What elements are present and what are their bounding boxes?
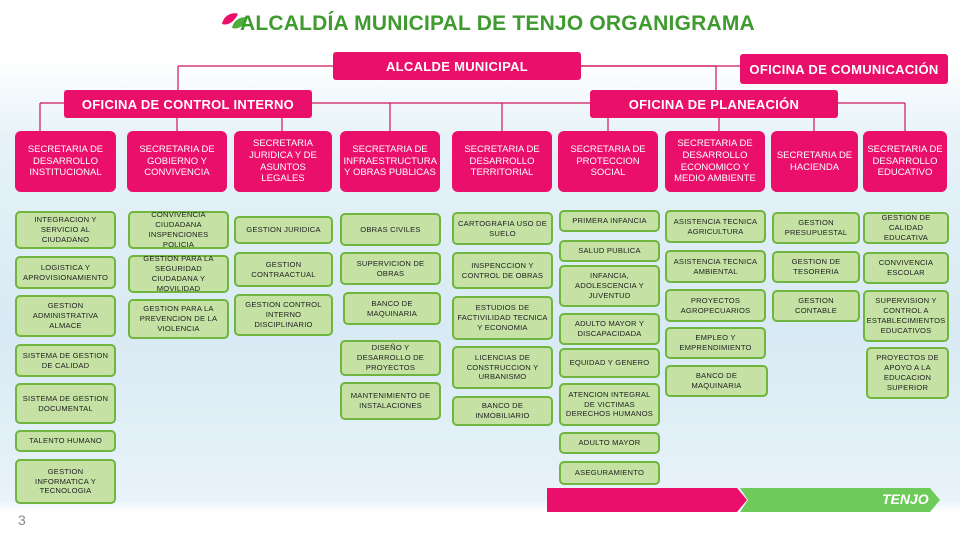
- unit-box: ASEGURAMIENTO: [559, 461, 660, 485]
- unit-box: GESTION CONTABLE: [772, 290, 860, 322]
- unit-box: CARTOGRAFIA USO DE SUELO: [452, 212, 553, 245]
- unit-box: LICENCIAS DE CONSTRUCCION Y URBANISMO: [452, 346, 553, 389]
- pink-arrow-decoration: [547, 488, 747, 512]
- comunicacion-box: OFICINA DE COMUNICACIÓN: [740, 54, 948, 84]
- unit-box: GESTION JURIDICA: [234, 216, 333, 244]
- unit-box: SUPERVICION DE OBRAS: [340, 252, 441, 285]
- unit-box: EMPLEO Y EMPRENDIMIENTO: [665, 327, 766, 359]
- unit-box: GESTION INFORMATICA Y TECNOLOGIA: [15, 459, 116, 504]
- unit-box: LOGISTICA Y APROVISIONAMIENTO: [15, 256, 116, 289]
- unit-box: BANCO DE INMOBILIARIO: [452, 396, 553, 426]
- unit-box: SISTEMA DE GESTION DE CALIDAD: [15, 344, 116, 377]
- unit-box: ASISTENCIA TECNICA AGRICULTURA: [665, 210, 766, 243]
- unit-box: DISEÑO Y DESARROLLO DE PROYECTOS: [340, 340, 441, 376]
- control-interno-box: OFICINA DE CONTROL INTERNO: [64, 90, 312, 118]
- unit-box: PROYECTOS DE APOYO A LA EDUCACION SUPERI…: [866, 347, 949, 399]
- unit-box: MANTENIMIENTO DE INSTALACIONES: [340, 382, 441, 420]
- unit-box: OBRAS CIVILES: [340, 213, 441, 246]
- unit-box: EQUIDAD Y GENERO: [559, 348, 660, 378]
- unit-box: CONVIVENCIA ESCOLAR: [863, 252, 949, 284]
- alcalde-box: ALCALDE MUNICIPAL: [333, 52, 581, 80]
- unit-box: SUPERVISION Y CONTROL A ESTABLECIMIENTOS…: [863, 290, 949, 342]
- unit-box: PRIMERA INFANCIA: [559, 210, 660, 232]
- unit-box: GESTION DE TESORERIA: [772, 251, 860, 283]
- unit-box: PROYECTOS AGROPECUARIOS: [665, 289, 766, 322]
- secretaria-proteccion-social: SECRETARIA DE PROTECCION SOCIAL: [558, 131, 658, 192]
- unit-box: ADULTO MAYOR: [559, 432, 660, 454]
- planeacion-box: OFICINA DE PLANEACIÓN: [590, 90, 838, 118]
- unit-box: GESTION PARA LA SEGURIDAD CIUDADANA Y MO…: [128, 254, 229, 293]
- unit-box: SALUD PUBLICA: [559, 240, 660, 262]
- unit-box: ASISTENCIA TECNICA AMBIENTAL: [665, 250, 766, 283]
- page-title: ALCALDÍA MUNICIPAL DE TENJO ORGANIGRAMA: [240, 12, 755, 35]
- unit-box: GESTION DE CALIDAD EDUCATIVA: [863, 212, 949, 244]
- unit-box: BANCO DE MAQUINARIA: [343, 292, 441, 325]
- secretaria-gobierno: SECRETARIA DE GOBIERNO Y CONVIVENCIA: [127, 131, 227, 192]
- unit-box: INFANCIA, ADOLESCENCIA Y JUVENTUD: [559, 265, 660, 307]
- unit-box: SISTEMA DE GESTION DOCUMENTAL: [15, 383, 116, 424]
- secretaria-desarrollo-institucional: SECRETARIA DE DESARROLLO INSTITUCIONAL: [15, 131, 116, 192]
- unit-box: ATENCION INTEGRAL DE VICTIMAS DERECHOS H…: [559, 383, 660, 426]
- secretaria-hacienda: SECRETARIA DE HACIENDA: [771, 131, 858, 192]
- green-arrow-decoration: [740, 488, 940, 512]
- unit-box: INTEGRACION Y SERVICIO AL CIUDADANO: [15, 211, 116, 249]
- unit-box: ESTUDIOS DE FACTIVILIDAD TECNICA Y ECONO…: [452, 296, 553, 340]
- secretaria-juridica: SECRETARIA JURIDICA Y DE ASUNTOS LEGALES: [234, 131, 332, 192]
- secretaria-desarrollo-territorial: SECRETARIA DE DESARROLLO TERRITORIAL: [452, 131, 552, 192]
- unit-box: GESTION ADMINISTRATIVA ALMACE: [15, 295, 116, 337]
- page-number: 3: [18, 512, 26, 528]
- unit-box: GESTION CONTROL INTERNO DISCIPLINARIO: [234, 294, 333, 336]
- tenjo-logo: TENJO: [882, 491, 929, 507]
- unit-box: INSPENCCION Y CONTROL DE OBRAS: [452, 252, 553, 289]
- unit-box: GESTION PRESUPUESTAL: [772, 212, 860, 244]
- secretaria-infraestructura: SECRETARIA DE INFRAESTRUCTURA Y OBRAS PU…: [340, 131, 440, 192]
- unit-box: GESTION CONTRAACTUAL: [234, 252, 333, 287]
- unit-box: ADULTO MAYOR Y DISCAPACIDADA: [559, 313, 660, 345]
- unit-box: BANCO DE MAQUINARIA: [665, 365, 768, 397]
- unit-box: GESTION PARA LA PREVENCION DE LA VIOLENC…: [128, 299, 229, 339]
- unit-box: TALENTO HUMANO: [15, 430, 116, 452]
- leaf-icon: [222, 13, 248, 29]
- unit-box: CONVIVENCIA CIUDADANA INSPENCIONES POLIC…: [128, 210, 229, 249]
- secretaria-desarrollo-educativo: SECRETARIA DE DESARROLLO EDUCATIVO: [863, 131, 947, 192]
- secretaria-desarrollo-economico: SECRETARIA DE DESARROLLO ECONOMICO Y MED…: [665, 131, 765, 192]
